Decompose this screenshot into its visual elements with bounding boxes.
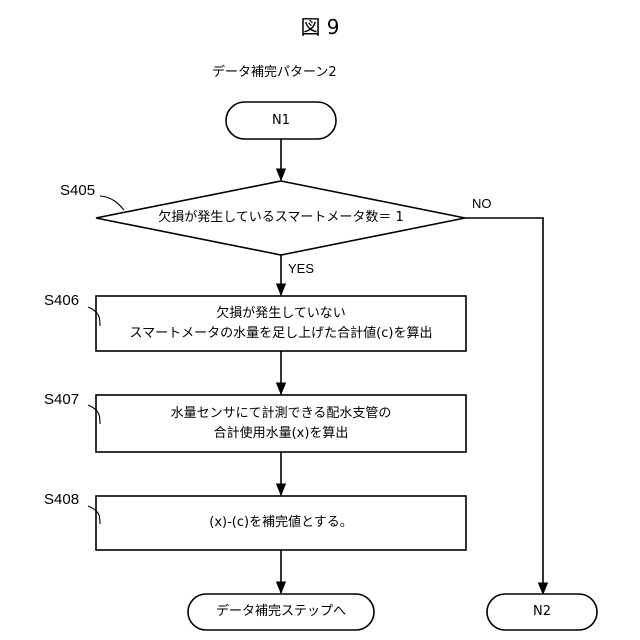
s408-text: (x)-(c)を補完値とする。 xyxy=(96,496,466,550)
step-label-s408: S408 xyxy=(44,492,79,507)
s407-text: 水量センサにて計測できる配水支管の 合計使用水量(x)を算出 xyxy=(96,395,466,452)
step-label-s407: S407 xyxy=(44,392,79,407)
branch-label-yes: YES xyxy=(288,262,314,275)
end-main-label: データ補完ステップへ xyxy=(188,594,374,630)
s407-line-2: 合計使用水量(x)を算出 xyxy=(214,424,349,444)
branch-label-no: NO xyxy=(472,197,492,210)
s406-text: 欠損が発生していない スマートメータの水量を足し上げた合計値(c)を算出 xyxy=(96,296,466,351)
decision-text: 欠損が発生しているスマートメータ数＝ 1 xyxy=(130,206,432,230)
s406-line-2: スマートメータの水量を足し上げた合計値(c)を算出 xyxy=(130,324,433,344)
s407-line-1: 水量センサにて計測できる配水支管の xyxy=(171,404,392,424)
step-label-s406: S406 xyxy=(44,293,79,308)
step-label-s405: S405 xyxy=(60,183,95,198)
leader-s405 xyxy=(100,196,124,210)
figure-subtitle: データ補完パターン2 xyxy=(212,66,337,79)
start-terminal-label: N1 xyxy=(226,102,336,139)
figure-title: 図 9 xyxy=(0,11,640,40)
end-n2-label: N2 xyxy=(487,594,597,630)
arrow-no xyxy=(465,218,543,594)
s406-line-1: 欠損が発生していない xyxy=(216,304,346,324)
s408-line-1: (x)-(c)を補完値とする。 xyxy=(209,513,352,533)
